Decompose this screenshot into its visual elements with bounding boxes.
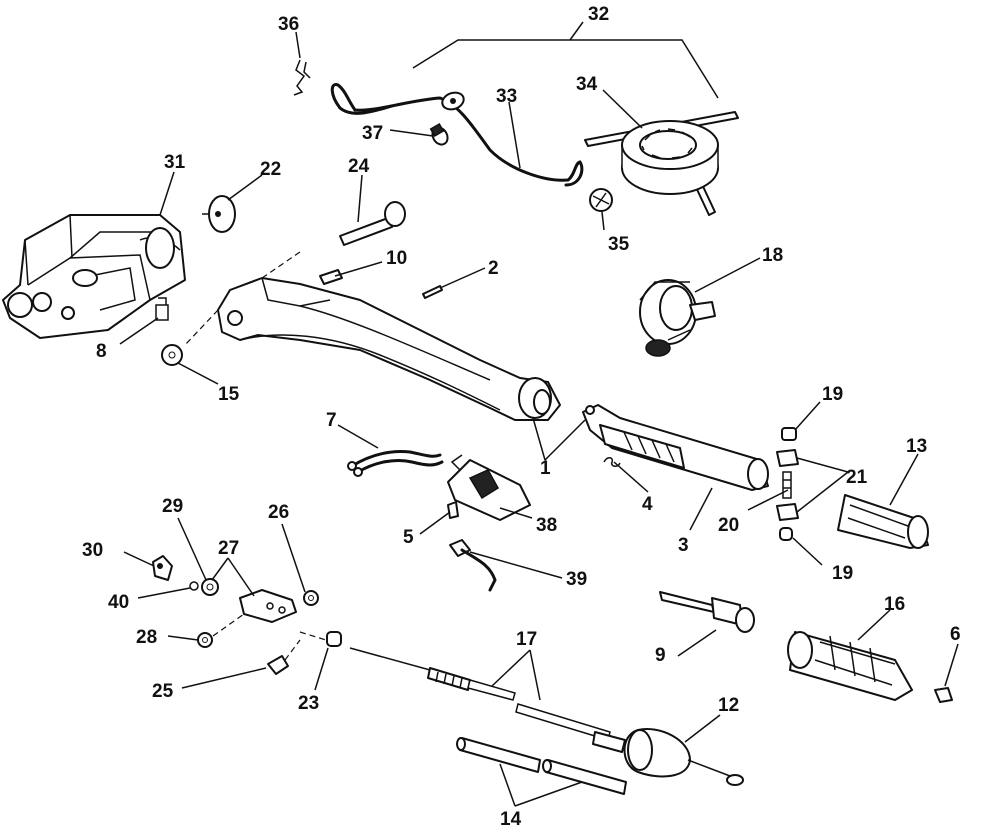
part-40-washer xyxy=(189,581,199,591)
callout-13: 13 xyxy=(906,436,927,457)
callout-28: 28 xyxy=(136,627,157,648)
part-14-sleeves xyxy=(456,737,627,795)
callout-27: 27 xyxy=(218,538,239,559)
callout-4: 4 xyxy=(642,494,653,515)
part-35-disc xyxy=(589,188,613,212)
part-10-sleeve xyxy=(319,269,343,285)
part-21-pin-lower xyxy=(776,503,799,521)
callout-23: 23 xyxy=(298,693,319,714)
part-39-clip xyxy=(449,539,497,592)
callout-labels: 36 32 33 34 37 35 31 22 24 10 2 18 8 15 … xyxy=(82,4,961,827)
callout-8: 8 xyxy=(96,341,107,362)
callout-5: 5 xyxy=(403,527,414,548)
callout-1: 1 xyxy=(540,458,551,479)
part-21-pin-upper xyxy=(776,449,799,467)
callout-38: 38 xyxy=(536,515,557,536)
part-13-grip xyxy=(837,494,929,549)
callout-9: 9 xyxy=(655,645,666,666)
part-3-throttle-tube xyxy=(582,404,769,491)
callout-34: 34 xyxy=(576,74,598,95)
part-24-bolt xyxy=(339,201,406,246)
part-9-switch xyxy=(659,591,755,633)
part-28-ring xyxy=(197,632,213,648)
part-6-cap xyxy=(934,687,953,703)
part-38-plate xyxy=(447,454,531,521)
callout-30: 30 xyxy=(82,540,103,561)
callout-25: 25 xyxy=(152,681,174,702)
callout-24: 24 xyxy=(348,156,370,177)
part-7-wire xyxy=(347,450,444,477)
leader-lines xyxy=(119,31,959,807)
callout-18: 18 xyxy=(762,245,783,266)
callout-17: 17 xyxy=(516,629,537,650)
part-20-shaft xyxy=(782,471,792,499)
part-27-lever xyxy=(212,589,297,637)
part-36-clip xyxy=(293,59,311,96)
part-12-cable-end xyxy=(592,728,744,786)
part-22-washer xyxy=(202,195,236,233)
callout-2: 2 xyxy=(488,258,499,279)
callout-7: 7 xyxy=(326,410,337,431)
part-26-washer xyxy=(303,590,319,606)
callout-16: 16 xyxy=(884,594,905,615)
callout-10: 10 xyxy=(386,248,407,269)
part-23-nut xyxy=(299,631,342,647)
callout-26: 26 xyxy=(268,502,289,523)
part-5-screw xyxy=(447,501,459,519)
part-4-spring xyxy=(603,457,621,467)
part-2-pin xyxy=(422,285,443,299)
callout-3: 3 xyxy=(678,535,689,556)
part-19-cap-top xyxy=(781,427,797,441)
part-1-tiller-arm xyxy=(184,251,561,421)
callout-14: 14 xyxy=(500,809,522,827)
callout-12: 12 xyxy=(718,695,739,716)
part-18-throttle-ring xyxy=(639,279,716,357)
callout-35: 35 xyxy=(608,234,630,255)
part-29-ring xyxy=(201,578,219,596)
callout-22: 22 xyxy=(260,159,281,180)
part-30-bracket xyxy=(152,555,173,581)
callout-36: 36 xyxy=(278,14,299,35)
callout-31: 31 xyxy=(164,152,186,173)
callout-29: 29 xyxy=(162,496,183,517)
callout-19-bottom: 19 xyxy=(832,563,853,584)
callout-40: 40 xyxy=(108,592,129,613)
part-15-nut xyxy=(161,344,183,366)
callout-6: 6 xyxy=(950,624,961,645)
part-32-bracket xyxy=(412,21,719,99)
callout-32: 32 xyxy=(588,4,609,25)
part-34-ring-nut xyxy=(584,111,739,216)
part-25-screw xyxy=(267,639,301,675)
callout-33: 33 xyxy=(496,86,517,107)
part-37-terminal xyxy=(429,123,449,146)
callout-21: 21 xyxy=(846,467,868,488)
part-31-mount-block xyxy=(2,214,186,339)
callout-19-top: 19 xyxy=(822,384,843,405)
part-17-cable xyxy=(349,647,611,741)
part-33-wire xyxy=(330,83,584,187)
part-8-bolt xyxy=(155,297,169,321)
part-16-handle xyxy=(787,631,913,701)
callout-15: 15 xyxy=(218,384,240,405)
callout-39: 39 xyxy=(566,569,587,590)
part-19-cap-bottom xyxy=(779,527,793,541)
callout-20: 20 xyxy=(718,515,739,536)
callout-37: 37 xyxy=(362,123,383,144)
